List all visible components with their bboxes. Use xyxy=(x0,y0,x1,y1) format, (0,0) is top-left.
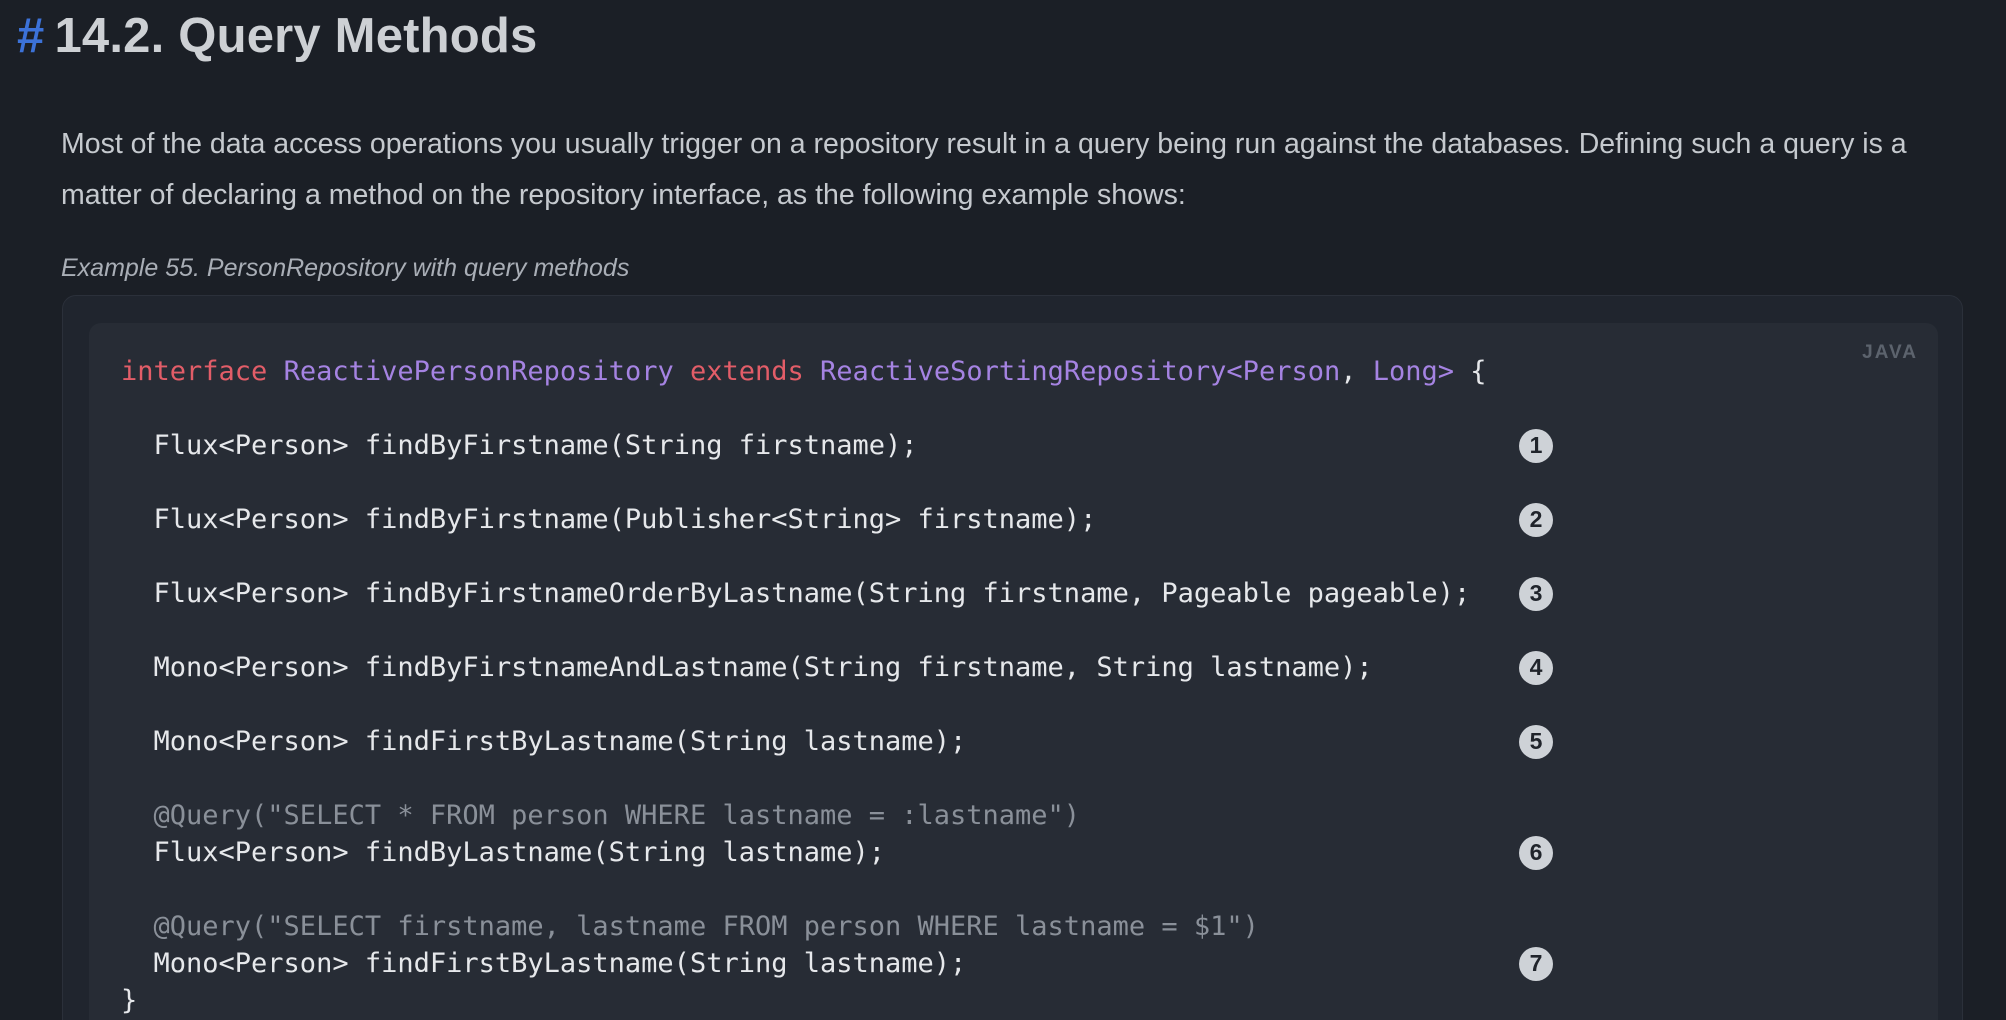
code-line: interface ReactivePersonRepository exten… xyxy=(121,356,1487,387)
code-line xyxy=(121,390,1938,427)
code-line: Mono<Person> findFirstByLastname(String … xyxy=(121,723,1938,760)
code-line xyxy=(121,464,1938,501)
code-language-badge: JAVA xyxy=(1862,342,1918,363)
example-caption: Example 55. PersonRepository with query … xyxy=(61,254,630,282)
intro-paragraph: Most of the data access operations you u… xyxy=(61,128,1907,211)
code-line: Flux<Person> findByFirstname(Publisher<S… xyxy=(121,501,1938,538)
callout-badge-4: 4 xyxy=(1519,650,1553,685)
code-line: @Query("SELECT firstname, lastname FROM … xyxy=(121,911,1259,942)
code-content: interface ReactivePersonRepository exten… xyxy=(121,353,1938,1019)
code-line: Mono<Person> findByFirstnameAndLastname(… xyxy=(121,649,1938,686)
callout-badge-1: 1 xyxy=(1519,428,1553,463)
code-line: } xyxy=(121,985,138,1016)
example-block: JAVA interface ReactivePersonRepository … xyxy=(62,295,1963,1020)
callout-badge-2: 2 xyxy=(1519,502,1553,537)
code-line xyxy=(121,612,1938,649)
code-line: Flux<Person> findByLastname(String lastn… xyxy=(121,834,1938,871)
code-line: Mono<Person> findFirstByLastname(String … xyxy=(121,945,1938,982)
heading-anchor-link[interactable]: # xyxy=(17,9,45,63)
code-block: JAVA interface ReactivePersonRepository … xyxy=(89,323,1938,1020)
section-heading-text: 14.2. Query Methods xyxy=(54,9,538,63)
code-line: Flux<Person> findByFirstnameOrderByLastn… xyxy=(121,575,1938,612)
code-line xyxy=(121,686,1938,723)
code-line: Flux<Person> findByFirstname(String firs… xyxy=(121,427,1938,464)
code-line xyxy=(121,538,1938,575)
callout-badge-3: 3 xyxy=(1519,576,1553,611)
code-line xyxy=(121,871,1938,908)
code-line xyxy=(121,760,1938,797)
code-line: @Query("SELECT * FROM person WHERE lastn… xyxy=(121,800,1081,831)
section-heading: #14.2. Query Methods xyxy=(17,8,538,64)
callout-badge-5: 5 xyxy=(1519,724,1553,759)
callout-badge-7: 7 xyxy=(1519,946,1553,981)
callout-badge-6: 6 xyxy=(1519,835,1553,870)
